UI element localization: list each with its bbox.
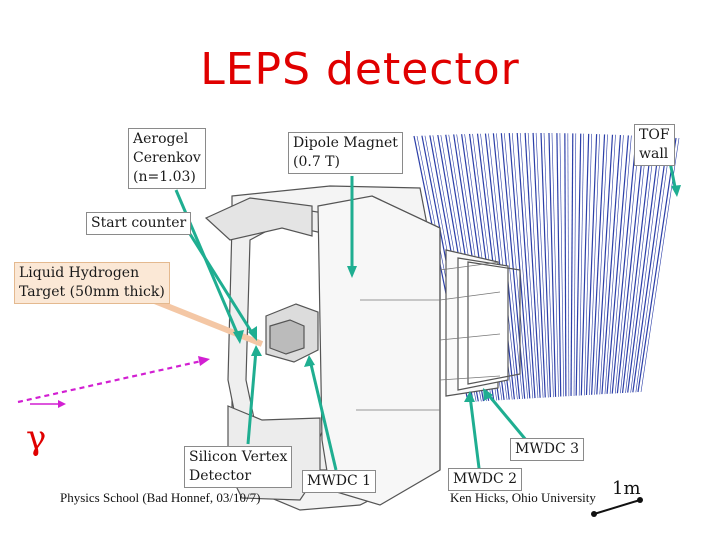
tof-slat: [621, 136, 653, 393]
tof-slat-edge: [604, 135, 624, 395]
tof-slat: [564, 133, 567, 397]
tof-slat: [596, 134, 614, 395]
tof-slat: [580, 133, 590, 396]
tof-slat: [601, 135, 622, 395]
tof-slat: [575, 133, 582, 396]
tof-slat-edge: [589, 134, 600, 396]
footer-right: Ken Hicks, Ohio University: [450, 490, 596, 505]
tof-slat-edge: [496, 133, 523, 399]
slide-title: LEPS detector: [200, 44, 520, 95]
tof-slat: [524, 132, 541, 398]
tof-slat: [632, 137, 669, 393]
gamma-symbol: γ: [26, 418, 47, 458]
tof-slat: [500, 133, 526, 399]
tof-slat-edge: [614, 135, 640, 394]
tof-slat: [606, 135, 629, 394]
label-dipole-magnet: Dipole Magnet (0.7 T): [288, 132, 403, 174]
pointer-arrows: [174, 161, 678, 477]
tof-slat: [627, 137, 661, 393]
tof-slat-edge: [599, 134, 616, 395]
label-mwdc3: MWDC 3: [510, 438, 585, 461]
tof-slat: [508, 133, 531, 399]
tof-slat: [556, 133, 562, 397]
tof-slat-edge: [573, 133, 577, 396]
tof-slat: [616, 136, 645, 394]
tof-slat-edge: [543, 132, 554, 398]
tof-slat-edge: [527, 132, 544, 398]
tof-slat: [611, 135, 637, 394]
tof-slat-edge: [584, 133, 592, 396]
tof-slat-edge: [535, 132, 549, 398]
tof-slat: [570, 133, 574, 396]
tof-slat: [591, 134, 606, 395]
tof-slat-edge: [567, 133, 570, 397]
label-target: Liquid Hydrogen Target (50mm thick): [14, 262, 170, 304]
scale-bar: [593, 499, 641, 515]
tof-slat-edge: [594, 134, 608, 395]
label-mwdc2: MWDC 2: [448, 468, 523, 491]
dipole-magnet-body: [204, 185, 521, 511]
tof-slat-edge: [620, 136, 648, 394]
tof-slat-edge: [559, 133, 565, 397]
tof-slat: [585, 134, 598, 396]
label-silicon-vertex-detector: Silicon Vertex Detector: [184, 446, 293, 488]
tof-slat-edge: [519, 132, 539, 399]
tof-slat: [548, 133, 557, 397]
scale-label: 1m: [612, 478, 641, 499]
tof-slat-edge: [635, 137, 672, 393]
tof-slat: [637, 137, 677, 393]
label-aerogel-cerenkov: Aerogel Cerenkov (n=1.03): [128, 128, 206, 189]
photon-beam: [17, 358, 207, 404]
label-mwdc1: MWDC 1: [302, 470, 377, 493]
tof-slat: [532, 132, 546, 398]
tof-slat: [540, 132, 552, 398]
tof-slat-edge: [625, 136, 656, 393]
tof-slat-edge: [551, 133, 559, 397]
tof-slat-edge: [609, 135, 632, 394]
label-tof-wall: TOF wall: [634, 124, 675, 166]
tof-slat-edge: [511, 133, 534, 399]
label-start-counter: Start counter: [86, 212, 192, 235]
tof-slat-edge: [578, 133, 585, 396]
footer-left: Physics School (Bad Honnef, 03/10/7): [60, 490, 261, 505]
tof-slat: [516, 132, 536, 399]
tof-slat-edge: [504, 133, 528, 399]
tof-slat-edge: [630, 137, 664, 393]
